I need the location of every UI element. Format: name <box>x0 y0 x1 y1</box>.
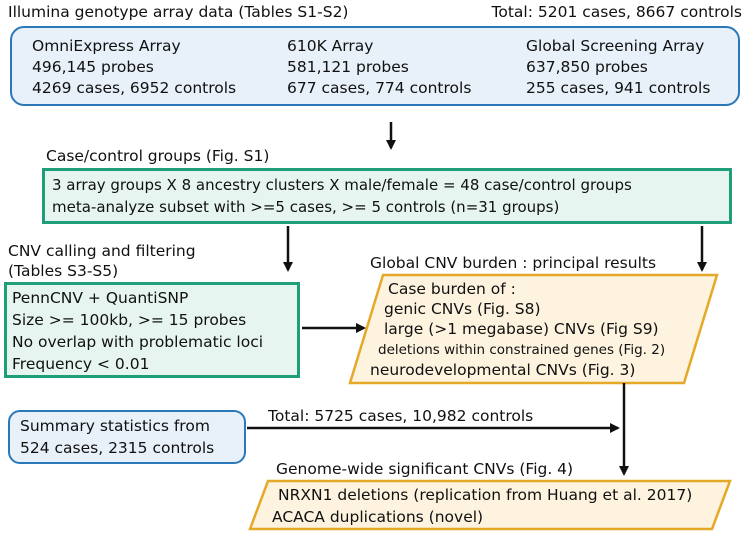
burden-line-5: neurodevelopmental CNVs (Fig. 3) <box>370 361 636 379</box>
arrays-box <box>10 26 740 106</box>
burden-line-4: deletions within constrained genes (Fig.… <box>378 342 666 358</box>
gws-line-1: NRXN1 deletions (replication from Huang … <box>278 486 693 504</box>
burden-title: Global CNV burden : principal results <box>370 254 657 272</box>
array-name-omniexpress: OmniExpress Array <box>32 37 181 55</box>
summary-line-1: Summary statistics from <box>20 417 210 435</box>
gws-box-shape <box>248 479 732 531</box>
groups-box <box>42 168 732 224</box>
array-name-gsa: Global Screening Array <box>526 37 705 55</box>
array-data-title: Illumina genotype array data (Tables S1-… <box>8 3 349 21</box>
array-probes-omniexpress: 496,145 probes <box>32 58 154 76</box>
burden-line-1: Case burden of : <box>388 280 516 298</box>
cnv-calling-box <box>4 282 300 378</box>
cnv-calling-tables: (Tables S3-S5) <box>8 262 119 280</box>
cnv-calling-line-4: Frequency < 0.01 <box>12 355 150 373</box>
meta-analysis-total: Total: 5725 cases, 10,982 controls <box>268 407 534 425</box>
array-probes-610k: 581,121 probes <box>287 58 409 76</box>
burden-line-3: large (>1 megabase) CNVs (Fig S9) <box>384 320 659 338</box>
groups-line-2: meta-analyze subset with >=5 cases, >= 5… <box>52 198 560 216</box>
summary-box <box>8 410 246 464</box>
array-name-610k: 610K Array <box>287 37 374 55</box>
cnv-calling-line-3: No overlap with problematic loci <box>12 333 264 351</box>
gws-line-2: ACACA duplications (novel) <box>272 508 484 526</box>
array-data-total: Total: 5201 cases, 8667 controls <box>491 3 742 21</box>
array-samples-610k: 677 cases, 774 controls <box>287 79 472 97</box>
cnv-calling-title: CNV calling and filtering <box>8 242 196 260</box>
gws-title: Genome-wide significant CNVs (Fig. 4) <box>276 460 574 478</box>
burden-box-shape <box>348 273 719 385</box>
summary-line-2: 524 cases, 2315 controls <box>20 439 215 457</box>
groups-title: Case/control groups (Fig. S1) <box>46 147 270 165</box>
array-samples-omniexpress: 4269 cases, 6952 controls <box>32 79 237 97</box>
groups-line-1: 3 array groups X 8 ancestry clusters X m… <box>52 176 632 194</box>
array-samples-gsa: 255 cases, 941 controls <box>526 79 711 97</box>
cnv-calling-line-2: Size >= 100kb, >= 15 probes <box>12 311 247 329</box>
burden-line-2: genic CNVs (Fig. S8) <box>384 300 541 318</box>
array-probes-gsa: 637,850 probes <box>526 58 648 76</box>
cnv-calling-line-1: PennCNV + QuantiSNP <box>12 289 189 307</box>
